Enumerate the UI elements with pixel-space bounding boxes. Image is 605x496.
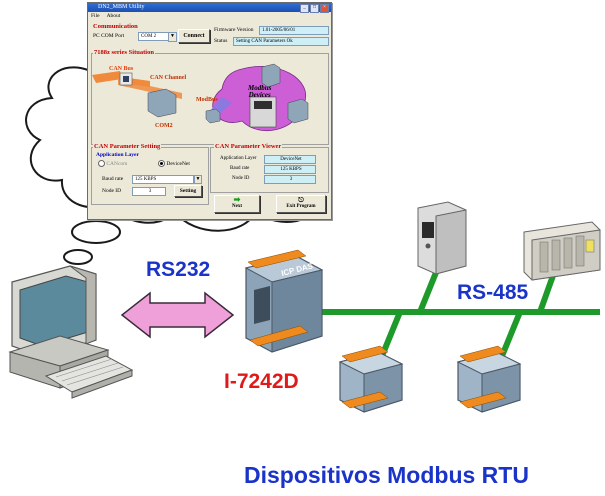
modbus-plc-device xyxy=(523,221,601,281)
status-label: Status xyxy=(214,38,228,44)
communication-title: Communication xyxy=(93,23,138,30)
situation-group xyxy=(91,53,329,145)
modbus-drive-device xyxy=(417,201,467,275)
situation-title: 7188z series Situation xyxy=(93,49,155,56)
rs232-label: RS232 xyxy=(146,258,211,281)
menu-bar: File About xyxy=(88,12,331,20)
status-field: Setting CAN Parameters Ok xyxy=(233,37,329,46)
menu-file[interactable]: File xyxy=(91,13,100,19)
viewer-app-layer-label: Application Layer xyxy=(220,156,257,161)
viewer-baud-label: Baud rate xyxy=(230,166,250,171)
chevron-down-icon[interactable]: ▼ xyxy=(168,32,177,42)
viewer-node-field: 3 xyxy=(264,175,316,184)
rs232-arrow xyxy=(120,291,235,339)
window-titlebar[interactable]: DN2_MBM Utility _ □ × xyxy=(88,3,331,13)
viewer-app-layer-field: DeviceNet xyxy=(264,155,316,164)
maximize-button[interactable]: □ xyxy=(310,4,319,13)
i7242d-module: ICP DAS xyxy=(244,249,324,353)
viewer-node-label: Node ID xyxy=(232,176,250,181)
baud-chevron-down-icon[interactable]: ▼ xyxy=(194,175,202,184)
modbus-devices-label: Modbus Devices xyxy=(248,84,272,99)
modbus-module-1 xyxy=(338,345,404,413)
com2-label: COM2 xyxy=(155,123,173,129)
connect-button[interactable]: Connect xyxy=(178,29,210,43)
firmware-field: 1.01-2005/06/01 xyxy=(259,26,329,35)
utility-window: DN2_MBM Utility _ □ × File About Communi… xyxy=(87,2,332,220)
can-setting-title: CAN Parameter Setting xyxy=(93,143,162,150)
next-button[interactable]: ➡ Next xyxy=(214,195,260,213)
rs485-label: RS-485 xyxy=(457,281,529,304)
minimize-button[interactable]: _ xyxy=(300,4,309,13)
window-title: DN2_MBM Utility xyxy=(98,4,145,10)
right-arrow-icon: ➡ xyxy=(233,195,241,204)
setting-button[interactable]: Setting xyxy=(174,185,202,197)
modbus-label: ModBus xyxy=(196,97,218,103)
baud-rate-select[interactable]: 125 KBPS xyxy=(132,175,194,184)
com-port-label: PC COM Port xyxy=(93,33,125,39)
viewer-baud-field: 125 KBPS xyxy=(264,165,316,174)
can-bus-label: CAN Bus xyxy=(109,66,134,72)
com-port-select[interactable]: COM 2 xyxy=(138,32,170,41)
thought-bubbles xyxy=(63,220,121,265)
desktop-computer xyxy=(8,265,134,399)
app-layer-title: Application Layer xyxy=(96,152,139,158)
menu-about[interactable]: About xyxy=(106,13,121,19)
modbus-module-2 xyxy=(456,345,522,413)
device-label: I-7242D xyxy=(224,370,299,393)
can-channel-label: CAN Channel xyxy=(150,75,187,81)
caption-label: Dispositivos Modbus RTU xyxy=(244,462,529,488)
close-button[interactable]: × xyxy=(320,4,329,13)
radio-cancom[interactable]: CANcom xyxy=(98,160,127,167)
rs485-network-lines xyxy=(315,268,600,358)
exit-program-button[interactable]: ⎋ Exit Program xyxy=(276,195,326,213)
radio-devicenet[interactable]: DeviceNet xyxy=(158,160,190,167)
exit-door-icon: ⎋ xyxy=(298,196,304,204)
firmware-label: Firmware Version xyxy=(214,27,254,33)
can-viewer-title: CAN Parameter Viewer xyxy=(214,143,283,150)
baud-rate-label: Baud rate xyxy=(102,176,124,182)
node-id-label: Node ID xyxy=(102,188,122,194)
radio-devicenet-circle xyxy=(158,160,165,167)
situation-diagram xyxy=(92,63,309,131)
radio-cancom-circle xyxy=(98,160,105,167)
node-id-field[interactable]: 3 xyxy=(132,187,166,196)
